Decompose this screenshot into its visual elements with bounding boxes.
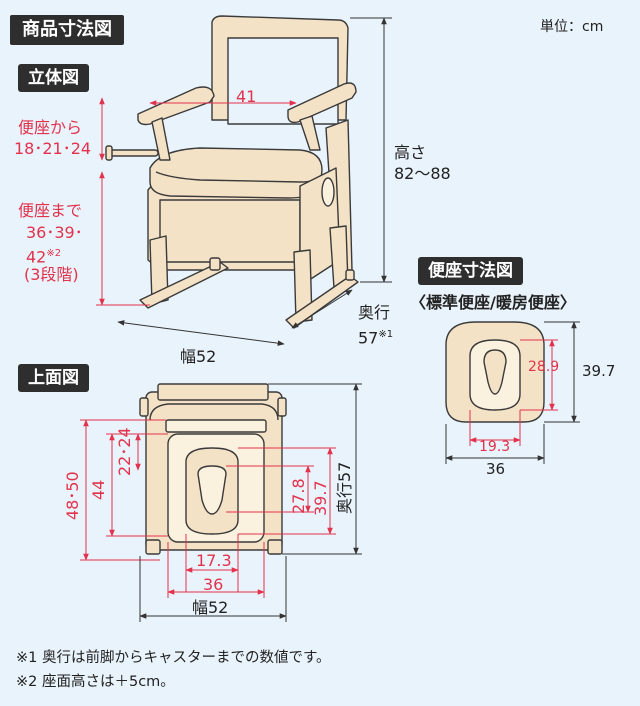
depth-caption: 奥行 bbox=[358, 303, 391, 322]
commode-chair-top-view bbox=[139, 383, 287, 555]
dim-28-9: 28.9 bbox=[528, 359, 560, 375]
seat-subtitle: 〈標準便座/暖房便座〉 bbox=[410, 293, 576, 312]
seat-dimension-lines bbox=[469, 339, 558, 446]
perspective-dimension-lines bbox=[96, 97, 297, 306]
dim-17-3: 17.3 bbox=[196, 551, 232, 570]
top-view-depth: 奥行57 bbox=[335, 461, 354, 514]
top-view-dimension-lines-black bbox=[139, 383, 362, 622]
height-values: 82～88 bbox=[394, 164, 451, 183]
height-caption: 高さ bbox=[394, 143, 427, 162]
footnote-2: ※2 座面高さは＋5cm。 bbox=[16, 674, 175, 690]
page-title: 商品寸法図 bbox=[10, 15, 124, 45]
depth-note-mark: ※1 bbox=[378, 329, 394, 340]
dim-19-3: 19.3 bbox=[479, 439, 511, 455]
seat-height-values-1: 36･39･ bbox=[26, 223, 83, 242]
dim-39-7-seat: 39.7 bbox=[582, 362, 616, 380]
seat-dimension-lines-black bbox=[445, 321, 580, 464]
top-view-label: 上面図 bbox=[18, 364, 89, 392]
toilet-seat-diagram bbox=[445, 321, 545, 423]
dim-22-24: 22･24 bbox=[115, 427, 134, 476]
dim-44: 44 bbox=[89, 479, 108, 500]
dim-27-8: 27.8 bbox=[289, 478, 308, 514]
dim-36-seat: 36 bbox=[486, 460, 506, 478]
perspective-dimension-lines-black bbox=[117, 17, 392, 346]
seat-height-steps: (3段階) bbox=[24, 265, 79, 284]
commode-chair-perspective bbox=[105, 15, 359, 329]
dim-39-7-top: 39.7 bbox=[311, 480, 330, 516]
armrest-width-label: 41 bbox=[236, 87, 257, 106]
depth-value-row: 57※1 bbox=[358, 324, 393, 348]
footnote-1: ※1 奥行は前脚からキャスターまでの数値です。 bbox=[16, 650, 331, 666]
seat-height-note-mark: ※2 bbox=[46, 248, 62, 259]
perspective-width-label: 幅52 bbox=[180, 347, 217, 366]
seat-height-values-2: 42 bbox=[26, 247, 47, 267]
armrest-height-caption: 便座から bbox=[18, 118, 83, 137]
seat-height-values-2-row: 42※2 bbox=[26, 243, 61, 267]
seat-diagram-label: 便座寸法図 bbox=[418, 257, 523, 285]
armrest-height-values: 18･21･24 bbox=[14, 139, 92, 158]
top-view-width: 幅52 bbox=[192, 598, 229, 617]
top-view-dimension-lines bbox=[80, 419, 336, 598]
dim-36-top: 36 bbox=[203, 575, 224, 594]
unit-label: 単位：cm bbox=[540, 19, 604, 35]
depth-value: 57 bbox=[358, 328, 379, 348]
perspective-view-label: 立体図 bbox=[18, 64, 89, 92]
seat-height-caption: 便座まで bbox=[18, 201, 83, 220]
dim-48-50: 48･50 bbox=[63, 471, 82, 520]
